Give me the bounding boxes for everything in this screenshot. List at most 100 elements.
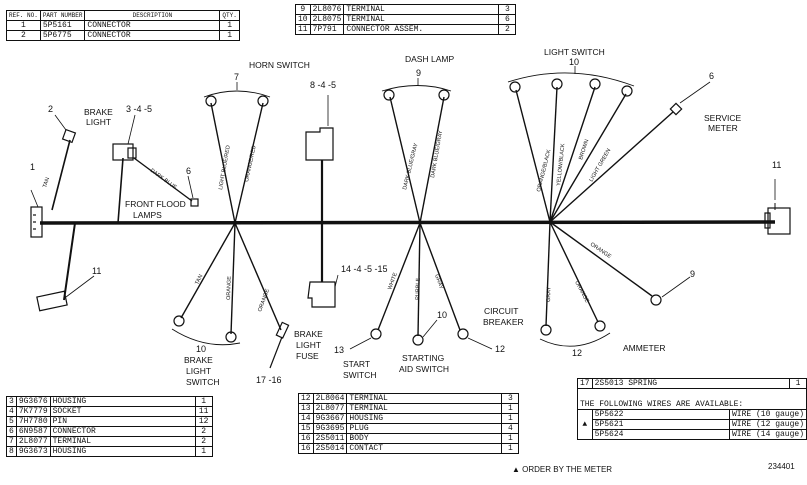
ref-label-845: 8 -4 -5 — [310, 80, 336, 90]
flood-lamp-housing-icon — [112, 143, 134, 161]
col-desc: DESCRIPTION — [84, 10, 221, 21]
label-ammeter: AMMETER — [623, 343, 666, 353]
ref-label-11a: 11 — [772, 160, 781, 170]
brake-switch-terminal-1-icon — [173, 315, 185, 327]
ref-label-1716: 17 -16 — [256, 375, 282, 385]
label-flood-2: LAMPS — [133, 210, 162, 220]
wire-label-orange-red: ORANGE/RED — [244, 145, 258, 182]
ref-label-345: 3 -4 -5 — [126, 104, 152, 114]
ref-label-1: 1 — [30, 162, 35, 172]
label-aid-1: STARTING — [402, 353, 444, 363]
label-blf-3: FUSE — [296, 351, 319, 361]
order-by-meter-note: ▲ ORDER BY THE METER — [512, 465, 613, 474]
service-meter-connector-icon — [669, 102, 683, 116]
connector-11-left-icon — [36, 290, 68, 312]
connector-14-icon — [307, 281, 336, 308]
wire-label-yellow-black: YELLOW/BLACK — [556, 143, 566, 186]
table-row: 10 2L8075 TERMINAL 6 — [295, 14, 517, 25]
drawing-number: 234401 — [768, 462, 795, 471]
ref-label-10b: 10 — [196, 344, 206, 354]
horn-terminal-right-icon — [257, 95, 269, 107]
table-row: 5P5621 WIRE (12 gauge) — [578, 419, 807, 430]
table-row: 11 7P791 CONNECTOR ASSEM. 2 — [295, 24, 517, 35]
wire-label-white: WHITE — [387, 272, 399, 291]
ref-label-6b: 6 — [709, 71, 714, 81]
dash-lamp-terminal-left-icon — [383, 89, 395, 101]
label-light-switch: LIGHT SWITCH — [544, 47, 605, 57]
label-cb-2: BREAKER — [483, 317, 524, 327]
wire-label-purple: PURPLE — [415, 278, 422, 301]
label-cb-1: CIRCUIT — [484, 306, 518, 316]
ref-label-7: 7 — [234, 72, 239, 82]
light-switch-terminal-4-icon — [621, 85, 633, 97]
parts-table-top-left: REF. NO. PART NUMBER DESCRIPTION QTY. 1 … — [6, 10, 240, 41]
brake-light-wire — [51, 139, 71, 211]
flood-lamp-wire — [117, 157, 124, 224]
label-flood-1: FRONT FLOOD — [125, 199, 186, 209]
wire-label-tan-top: TAN — [42, 177, 51, 189]
label-bls-3: SWITCH — [186, 377, 220, 387]
ref-label-10c: 10 — [437, 310, 447, 320]
table-row: 1 5P5161 CONNECTOR 1 — [6, 20, 240, 31]
start-switch-terminal-icon — [370, 328, 382, 340]
connector-6-icon — [190, 198, 199, 207]
brake-switch-terminal-2-icon — [225, 331, 237, 343]
light-switch-terminal-1-icon — [509, 81, 521, 93]
horn-connector-8-icon — [305, 127, 334, 161]
brake-light-fuse-icon — [275, 321, 290, 339]
starting-aid-terminal-icon — [412, 334, 424, 346]
table-row: 2 5P6775 CONNECTOR 1 — [6, 30, 240, 41]
ref-label-10a: 10 — [569, 57, 579, 67]
table-row: 17 2S5013 SPRING 1 — [577, 378, 807, 389]
wire-label-orange-black: ORANGE/BLACK — [536, 149, 552, 193]
label-brake-light-2: LIGHT — [86, 117, 111, 127]
ammeter-terminal-3-icon — [650, 294, 662, 306]
dark-blue-wire — [133, 157, 193, 202]
ref-label-6a: 6 — [186, 166, 191, 176]
parts-table-bottom-right: 17 2S5013 SPRING 1 THE FOLLOWING WIRES A… — [577, 378, 807, 440]
wire-label-dark-blue: DARK BLUE — [149, 168, 178, 191]
circuit-breaker-terminal-icon — [457, 328, 469, 340]
label-dash-lamp: DASH LAMP — [405, 54, 454, 64]
dash-lamp-terminal-right-icon — [438, 89, 450, 101]
col-part: PART NUMBER — [39, 10, 86, 21]
wire-label-orange-r: ORANGE — [573, 280, 590, 304]
label-horn-switch: HORN SWITCH — [249, 60, 310, 70]
label-blf-1: BRAKE — [294, 329, 323, 339]
wire-label-gray2: GRAY — [546, 286, 553, 302]
wire-label-orange-low2: ORANGE — [257, 288, 271, 313]
main-harness-trunk — [39, 220, 776, 225]
label-aid-2: AID SWITCH — [399, 364, 449, 374]
table-row: 9 2L8076 TERMINAL 3 — [295, 4, 517, 15]
wire-label-tan-low: TAN — [194, 274, 204, 286]
ref-label-13: 13 — [334, 345, 344, 355]
connector-1-icon — [30, 206, 43, 238]
table-row: ▲ 5P5622 WIRE (10 gauge) — [577, 409, 807, 440]
label-blf-2: LIGHT — [296, 340, 321, 350]
ref-label-12a: 12 — [495, 344, 505, 354]
light-switch-terminal-3-icon — [589, 78, 601, 90]
col-qty: QTY. — [219, 10, 240, 21]
label-brake-light-1: BRAKE — [84, 107, 113, 117]
wire-label-orange-low: ORANGE — [226, 276, 233, 300]
ref-label-11b: 11 — [92, 266, 101, 276]
wire-label-dbg-2: DARK BLUE/GRAY — [430, 130, 444, 179]
label-bls-2: LIGHT — [186, 366, 211, 376]
col-ref: REF. NO. — [6, 10, 41, 21]
wires-note: THE FOLLOWING WIRES ARE AVAILABLE: — [577, 388, 807, 410]
ammeter-terminal-1-icon — [540, 324, 552, 336]
